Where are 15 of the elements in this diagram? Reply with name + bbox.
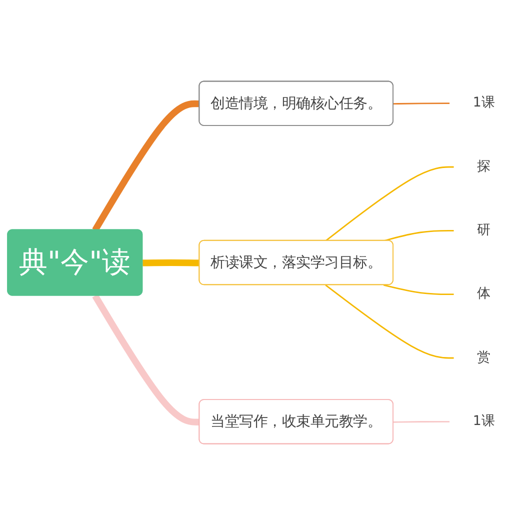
connector	[383, 284, 454, 296]
node-text: 1课	[472, 414, 495, 429]
connector	[92, 294, 200, 426]
connector	[393, 420, 450, 423]
node-text: 探	[477, 158, 490, 174]
node-text: 体	[477, 286, 490, 302]
node-text: 赏	[477, 350, 490, 366]
connector	[383, 230, 454, 242]
node-text: 1课	[472, 95, 495, 110]
connector	[142, 259, 200, 266]
node-text: 研	[477, 222, 490, 238]
connector	[393, 102, 450, 105]
connector	[92, 100, 200, 232]
connector	[325, 284, 454, 359]
connector	[325, 166, 454, 242]
